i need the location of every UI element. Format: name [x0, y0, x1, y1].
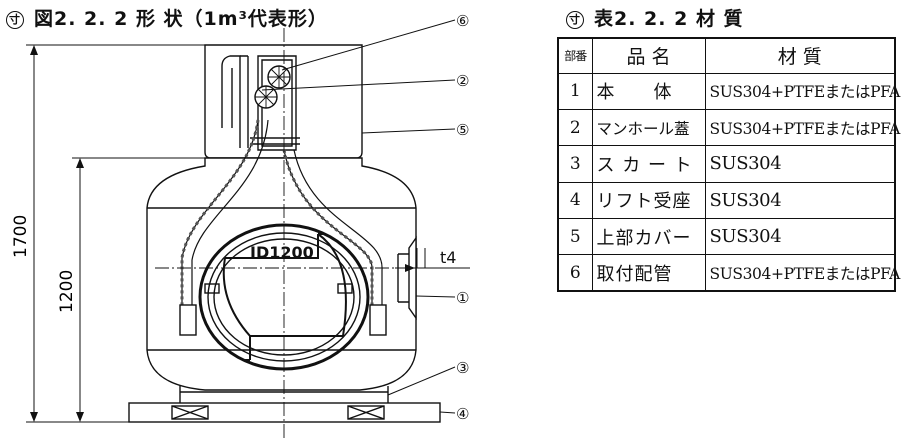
cell-name: 上部カバー	[591, 217, 706, 256]
cell-material: SUS304	[704, 217, 896, 256]
callout-4: ④	[456, 405, 469, 423]
cell-material: SUS304+PTFEまたはPFA	[704, 72, 900, 111]
figure-heading: 寸図2. 2. 2 形 状（1m³代表形）	[6, 4, 328, 31]
cell-name: 本 体	[591, 72, 706, 111]
header-part-name: 品 名	[591, 37, 706, 74]
callout-1: ①	[456, 289, 469, 307]
bracket	[221, 55, 241, 148]
side-nozzle	[408, 235, 417, 321]
cell-material: SUS304	[704, 145, 896, 183]
header-material: 材 質	[704, 37, 896, 74]
dim-total-label: 1700	[11, 215, 31, 258]
table-row: 6 取付配管 SUS304+PTFEまたはPFA	[557, 254, 900, 292]
table-row: 4 リフト受座 SUS304	[557, 181, 896, 219]
cell-name: リフト受座	[591, 181, 706, 219]
callout-6: ⑥	[456, 12, 469, 30]
callout-3: ③	[456, 359, 469, 377]
cell-material: SUS304	[704, 181, 896, 219]
cell-no: 5	[557, 217, 593, 256]
table-title: 表2. 2. 2 材 質	[594, 8, 744, 30]
table-marker-icon: 寸	[566, 10, 584, 29]
thickness-label: t4	[440, 248, 456, 267]
callout-2: ②	[456, 72, 469, 90]
figure-marker-icon: 寸	[6, 10, 24, 29]
cell-no: 4	[557, 181, 593, 219]
materials-table: 部番 品 名 材 質 1 本 体 SUS304+PTFEまたはPFA 2 マンホ…	[557, 37, 900, 292]
table-row: 1 本 体 SUS304+PTFEまたはPFA	[557, 72, 900, 111]
tank-drawing: 1700 1200 ID1200 t4 ⑥ ② ⑤ ① ③ ④	[11, 12, 470, 438]
cell-name: ス カ ー ト	[591, 145, 706, 183]
inner-diameter-label: ID1200	[250, 243, 314, 262]
upper-cover	[204, 44, 363, 159]
cell-no: 1	[557, 72, 593, 111]
table-row: 3 ス カ ー ト SUS304	[557, 145, 896, 183]
dim-body-label: 1200	[57, 270, 77, 313]
mount-pipe-right	[283, 149, 373, 305]
table-row: 2 マンホール蓋 SUS304+PTFEまたはPFA	[557, 109, 900, 147]
cell-no: 2	[557, 109, 593, 147]
cell-name: マンホール蓋	[591, 109, 706, 147]
header-part-no: 部番	[557, 37, 593, 74]
cell-name: 取付配管	[591, 254, 706, 292]
tank-body	[146, 157, 417, 391]
cell-material: SUS304+PTFEまたはPFA	[704, 109, 900, 147]
table-row: 5 上部カバー SUS304	[557, 217, 896, 256]
cell-no: 3	[557, 145, 593, 183]
cell-material: SUS304+PTFEまたはPFA	[704, 254, 900, 292]
callout-5: ⑤	[456, 121, 469, 139]
table-header-row: 部番 品 名 材 質	[557, 37, 896, 74]
cell-no: 6	[557, 254, 593, 292]
table-heading: 寸表2. 2. 2 材 質	[566, 4, 744, 31]
figure-title: 図2. 2. 2 形 状（1m³代表形）	[34, 8, 328, 30]
